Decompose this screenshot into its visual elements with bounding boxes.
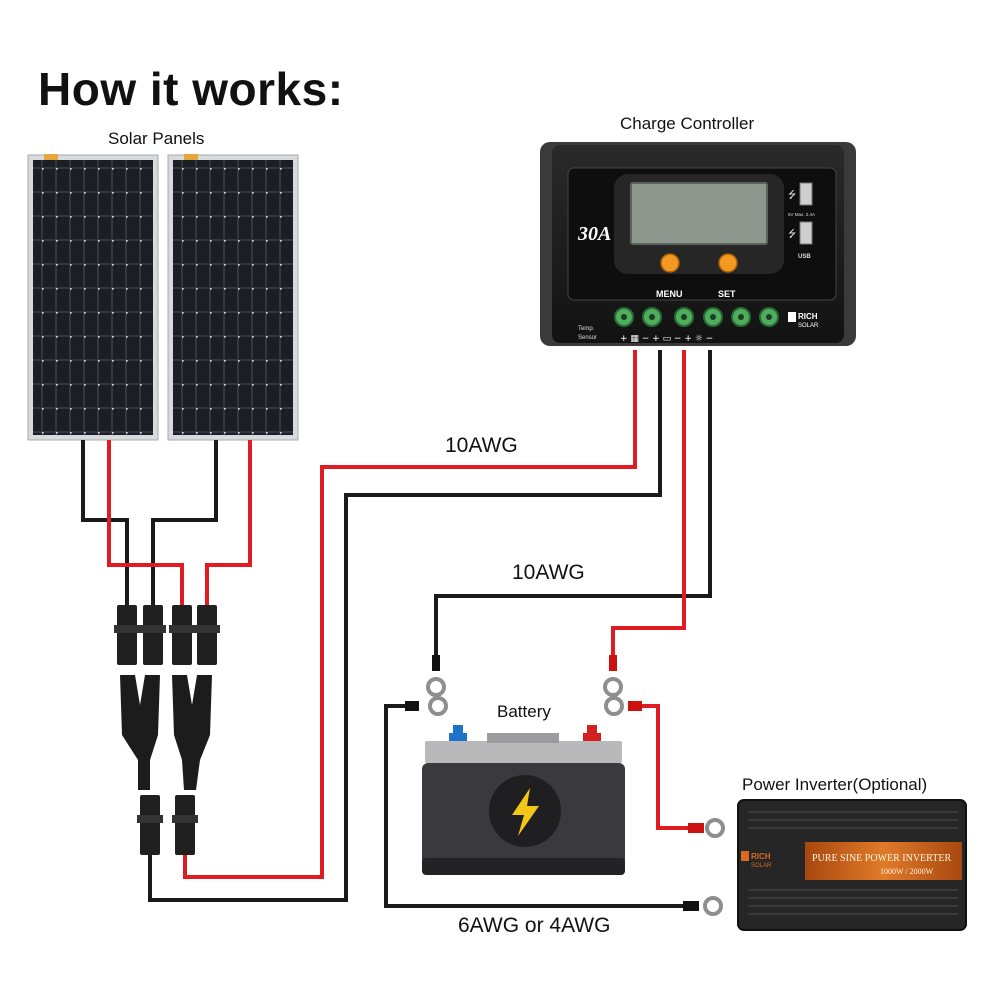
wiring — [81, 350, 712, 908]
wire-gauge-battery-label: 10AWG — [512, 561, 585, 584]
mc4-connectors — [114, 605, 220, 855]
usb-label: USB — [798, 254, 811, 260]
y-branch-positive — [172, 675, 212, 790]
page-title: How it works: — [38, 63, 344, 115]
inverter-label: Power Inverter(Optional) — [742, 775, 928, 794]
inverter-logo-mark — [741, 851, 749, 861]
power-inverter: PURE SINE POWER INVERTER 1000W / 2000W R… — [737, 799, 967, 931]
battery — [422, 725, 625, 875]
ring-terminals — [405, 655, 725, 916]
charge-controller: 30A MENU SET ⭍ ⭍ 5V Max. 2.4A USB Temp. … — [540, 142, 856, 346]
inverter-stripe — [805, 842, 962, 880]
battery-to-inverter-positive — [640, 704, 688, 830]
brand-logo-mark — [788, 312, 796, 322]
usb-icon: ⭍ — [788, 189, 796, 201]
controller-to-battery-negative — [434, 350, 712, 660]
inverter-brand: RICH — [751, 852, 771, 861]
temp-sensor-label-2: Sensor — [578, 335, 597, 341]
menu-button-label: MENU — [656, 289, 683, 299]
usb-port-2 — [799, 221, 813, 245]
solar-panel-left — [27, 154, 159, 441]
controller-rating: 30A — [577, 223, 611, 245]
solar-panel-right — [167, 154, 299, 441]
usb-icon-2: ⭍ — [788, 228, 796, 240]
wire-gauge-pv-label: 10AWG — [445, 434, 518, 457]
y-branch-negative — [120, 675, 160, 790]
pv-positive-to-controller — [183, 350, 637, 879]
wire-gauge-inverter-label: 6AWG or 4AWG — [458, 914, 611, 937]
controller-terminals — [614, 307, 779, 327]
inverter-rating: 1000W / 2000W — [880, 867, 934, 876]
controller-to-battery-positive — [611, 350, 686, 660]
charge-controller-label: Charge Controller — [620, 114, 755, 133]
pv-negative-to-controller — [148, 350, 662, 902]
temp-sensor-label: Temp. — [578, 326, 595, 332]
battery-top — [425, 741, 622, 763]
set-button-label: SET — [718, 289, 736, 299]
terminal-symbols: + ▦ − + ▭ − + ☼ − — [620, 334, 713, 344]
battery-label: Battery — [497, 702, 551, 721]
battery-to-inverter-negative — [384, 704, 683, 908]
panel-left-negative-lead — [81, 440, 129, 605]
panel-right-negative-lead — [151, 440, 218, 605]
usb-port-1 — [799, 182, 813, 206]
controller-brand: RICH — [798, 312, 818, 321]
lcd-screen — [630, 182, 768, 245]
usb-spec: 5V Max. 2.4A — [788, 212, 815, 217]
menu-button[interactable] — [660, 253, 680, 273]
set-button[interactable] — [718, 253, 738, 273]
panel-right-positive-lead — [205, 440, 252, 605]
inverter-stripe-text: PURE SINE POWER INVERTER — [812, 853, 951, 864]
controller-brand-2: SOLAR — [798, 323, 819, 329]
solar-panels-label: Solar Panels — [108, 129, 205, 148]
panel-left-positive-lead — [107, 440, 184, 605]
inverter-brand-2: SOLAR — [751, 863, 772, 869]
lightning-bolt-icon — [512, 788, 539, 836]
